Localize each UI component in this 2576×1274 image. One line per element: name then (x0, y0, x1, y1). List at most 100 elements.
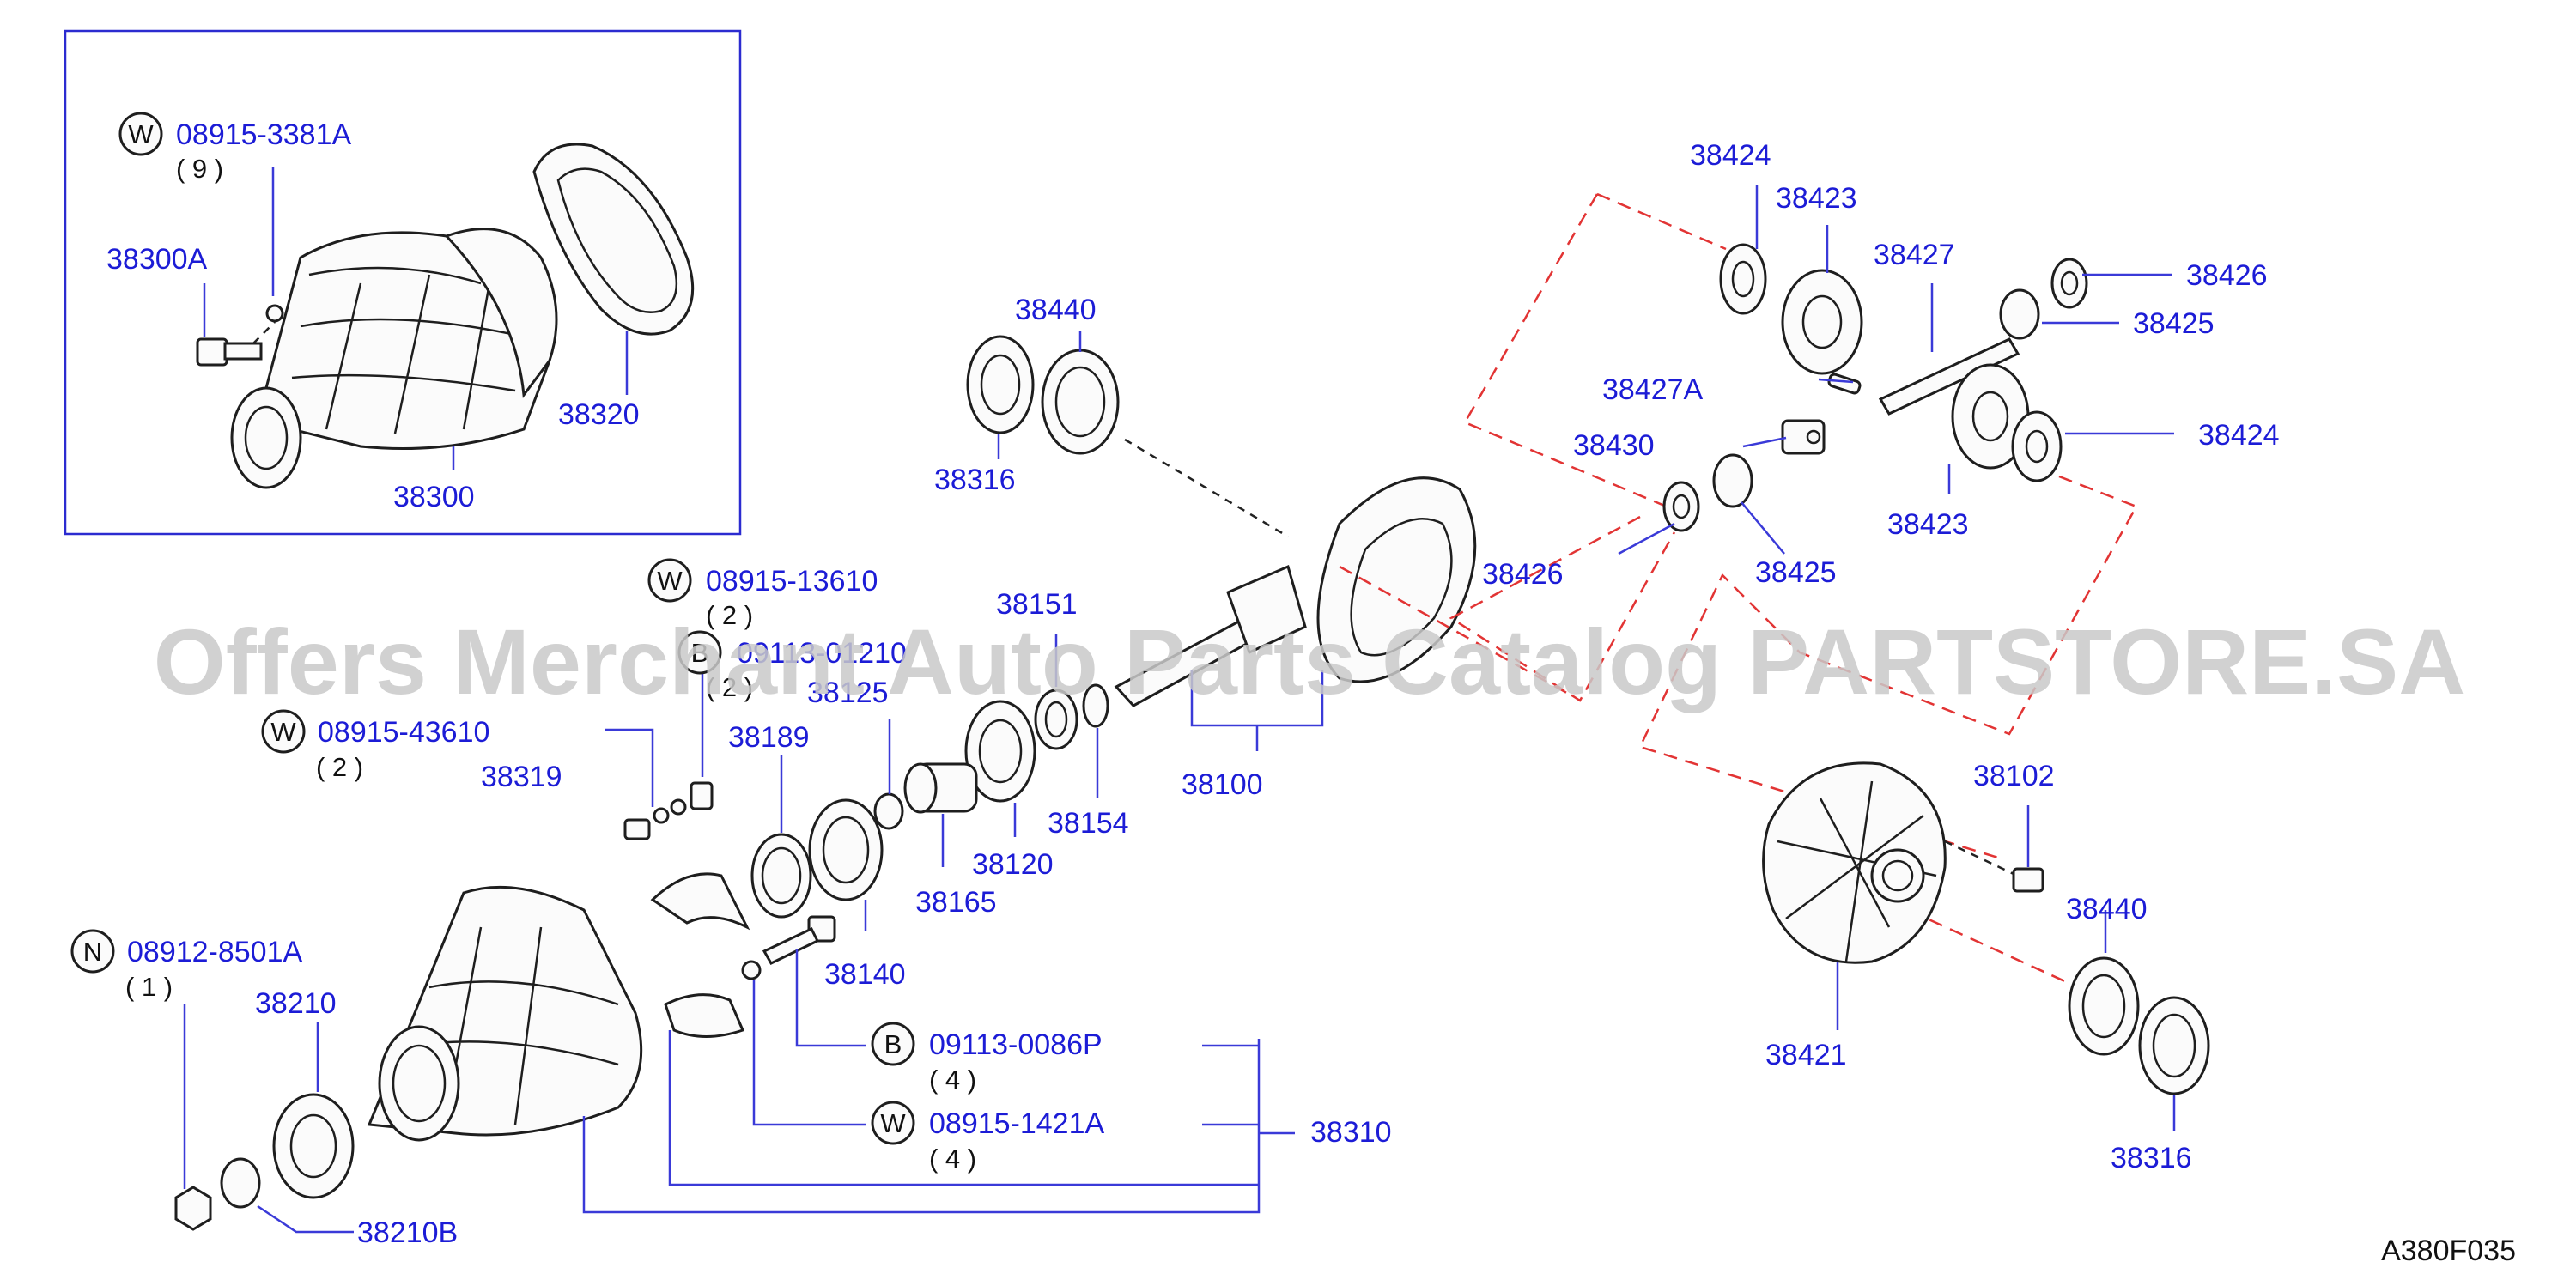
callout-09113-01210[interactable]: B 09113-01210 ( 2 ) (677, 630, 907, 702)
label-38320[interactable]: 38320 (558, 398, 640, 431)
label-38427[interactable]: 38427 (1874, 239, 1955, 271)
label-38423-right[interactable]: 38423 (1887, 508, 1969, 541)
bolt-38319[interactable] (623, 818, 651, 840)
pinion-shaft-lock-38430[interactable] (1781, 419, 1826, 455)
callout-part-number: 08915-43610 (318, 716, 489, 749)
pinion-mate-38425-low[interactable] (1712, 453, 1753, 508)
bearing-race-38189[interactable] (750, 833, 812, 919)
companion-flange-38210[interactable] (272, 1093, 355, 1199)
bolt-09113-0086P[interactable] (762, 915, 836, 965)
callout-part-number: 08915-1421A (929, 1107, 1105, 1140)
washer-08915-3381A[interactable] (265, 304, 284, 323)
ring-gear-38100[interactable] (1316, 476, 1477, 683)
bolt-09113-01210[interactable] (690, 781, 714, 810)
pinion-bearing-38140[interactable] (808, 798, 884, 901)
callout-symbol-text: B (884, 1029, 902, 1059)
lock-pin-38427A[interactable] (1827, 373, 1862, 395)
label-38151[interactable]: 38151 (996, 588, 1078, 621)
label-38310[interactable]: 38310 (1310, 1116, 1392, 1149)
gasket-38320[interactable] (532, 143, 695, 336)
washer-08915-1421A[interactable] (741, 960, 762, 980)
callout-quantity: ( 4 ) (929, 1065, 976, 1095)
thrust-washer-38426-left[interactable] (1662, 481, 1700, 532)
callout-symbol-w (871, 1101, 915, 1145)
label-38165[interactable]: 38165 (915, 886, 997, 919)
collapsible-spacer-38151[interactable] (1034, 689, 1078, 750)
callout-08915-1421A[interactable]: W 08915-1421A ( 4 ) (871, 1101, 1105, 1174)
washer-08915-13610[interactable] (670, 798, 687, 816)
pinion-shaft-38427[interactable] (1878, 337, 2020, 416)
label-38426-left[interactable]: 38426 (1482, 558, 1564, 591)
callout-quantity: ( 9 ) (176, 154, 223, 184)
label-38319[interactable]: 38319 (481, 761, 562, 793)
side-bearing-38440-top[interactable] (1041, 349, 1120, 455)
bolt-38102[interactable] (2012, 867, 2044, 893)
label-38300[interactable]: 38300 (393, 481, 475, 513)
callout-symbol-text: B (691, 638, 709, 668)
washer-38210B[interactable] (220, 1157, 261, 1209)
callout-09113-0086P[interactable]: B 09113-0086P ( 4 ) (871, 1022, 1103, 1095)
differential-case-38421[interactable] (1762, 761, 1947, 964)
label-38424-right[interactable]: 38424 (2198, 419, 2280, 452)
callout-symbol-text: W (270, 717, 296, 747)
label-38120[interactable]: 38120 (972, 848, 1054, 881)
label-38154[interactable]: 38154 (1048, 807, 1129, 840)
thrust-washer-38424-right[interactable] (2011, 410, 2063, 482)
bearing-adjuster-38316-low[interactable] (2138, 996, 2210, 1095)
label-38440-low[interactable]: 38440 (2066, 893, 2148, 925)
bearing-cap-38310[interactable] (650, 872, 750, 1038)
label-38425-right[interactable]: 38425 (2133, 307, 2215, 340)
nut-08912-8501A[interactable] (174, 1186, 212, 1231)
callout-part-number: 09113-0086P (929, 1028, 1103, 1061)
callout-part-number: 08915-3381A (176, 118, 352, 151)
side-bearing-38440-low[interactable] (2068, 956, 2140, 1056)
label-38440-top[interactable]: 38440 (1015, 294, 1097, 326)
label-38427A[interactable]: 38427A (1602, 373, 1704, 406)
callout-symbol-b (871, 1022, 915, 1066)
exploded-group-outline (1449, 192, 2138, 860)
side-gear-38423-top[interactable] (1781, 269, 1863, 375)
callout-symbol-text: W (128, 119, 154, 149)
spacer-38165[interactable] (903, 762, 978, 814)
drive-pinion-38100[interactable] (1114, 564, 1307, 707)
label-38316-low[interactable]: 38316 (2111, 1142, 2192, 1174)
callout-part-number: 08912-8501A (127, 936, 303, 968)
label-38316-top[interactable]: 38316 (934, 464, 1016, 496)
label-38125[interactable]: 38125 (807, 676, 889, 709)
washer-08915-43610[interactable] (653, 807, 670, 824)
pinion-mate-38425-right[interactable] (1999, 288, 2040, 340)
callout-quantity: ( 2 ) (706, 600, 753, 630)
callout-08915-13610[interactable]: W 08915-13610 ( 2 ) (647, 558, 878, 630)
callout-08912-8501A[interactable]: N 08912-8501A ( 1 ) (70, 929, 303, 1002)
callout-08915-3381A[interactable]: W 08915-3381A ( 9 ) (118, 112, 352, 184)
label-38140[interactable]: 38140 (824, 958, 906, 991)
gear-carrier-38310[interactable] (367, 885, 643, 1142)
washer-38125[interactable] (873, 792, 904, 830)
label-38424-top[interactable]: 38424 (1690, 139, 1771, 172)
label-38102[interactable]: 38102 (1973, 760, 2055, 792)
carrier-case-38300[interactable] (230, 228, 558, 489)
thrust-washer-38426-right[interactable] (2050, 258, 2088, 309)
callout-quantity: ( 2 ) (316, 752, 363, 782)
label-38425-low[interactable]: 38425 (1755, 556, 1837, 589)
bearing-adjuster-38316-top[interactable] (966, 335, 1035, 434)
callout-symbol-b (677, 630, 722, 675)
label-38421[interactable]: 38421 (1765, 1039, 1847, 1071)
thrust-washer-38424-top[interactable] (1719, 243, 1767, 315)
label-38210B[interactable]: 38210B (357, 1216, 458, 1249)
label-38189[interactable]: 38189 (728, 721, 810, 754)
callout-08915-43610[interactable]: W 08915-43610 ( 2 ) (261, 709, 489, 782)
label-38100[interactable]: 38100 (1182, 768, 1263, 801)
spacer-38154[interactable] (1082, 683, 1109, 728)
callout-symbol-n (70, 929, 115, 974)
label-38423-top[interactable]: 38423 (1776, 182, 1857, 215)
label-38426-right[interactable]: 38426 (2186, 259, 2268, 292)
pinion-bearing-38120[interactable] (964, 700, 1036, 803)
label-38430[interactable]: 38430 (1573, 429, 1655, 462)
bolt-38300A[interactable] (196, 337, 263, 367)
callout-part-number: 09113-01210 (737, 637, 907, 670)
label-38300A[interactable]: 38300A (106, 243, 208, 276)
watermark-text: Offers Merchant Auto Parts Catalog PARTS… (154, 610, 2465, 713)
label-38210[interactable]: 38210 (255, 987, 337, 1020)
